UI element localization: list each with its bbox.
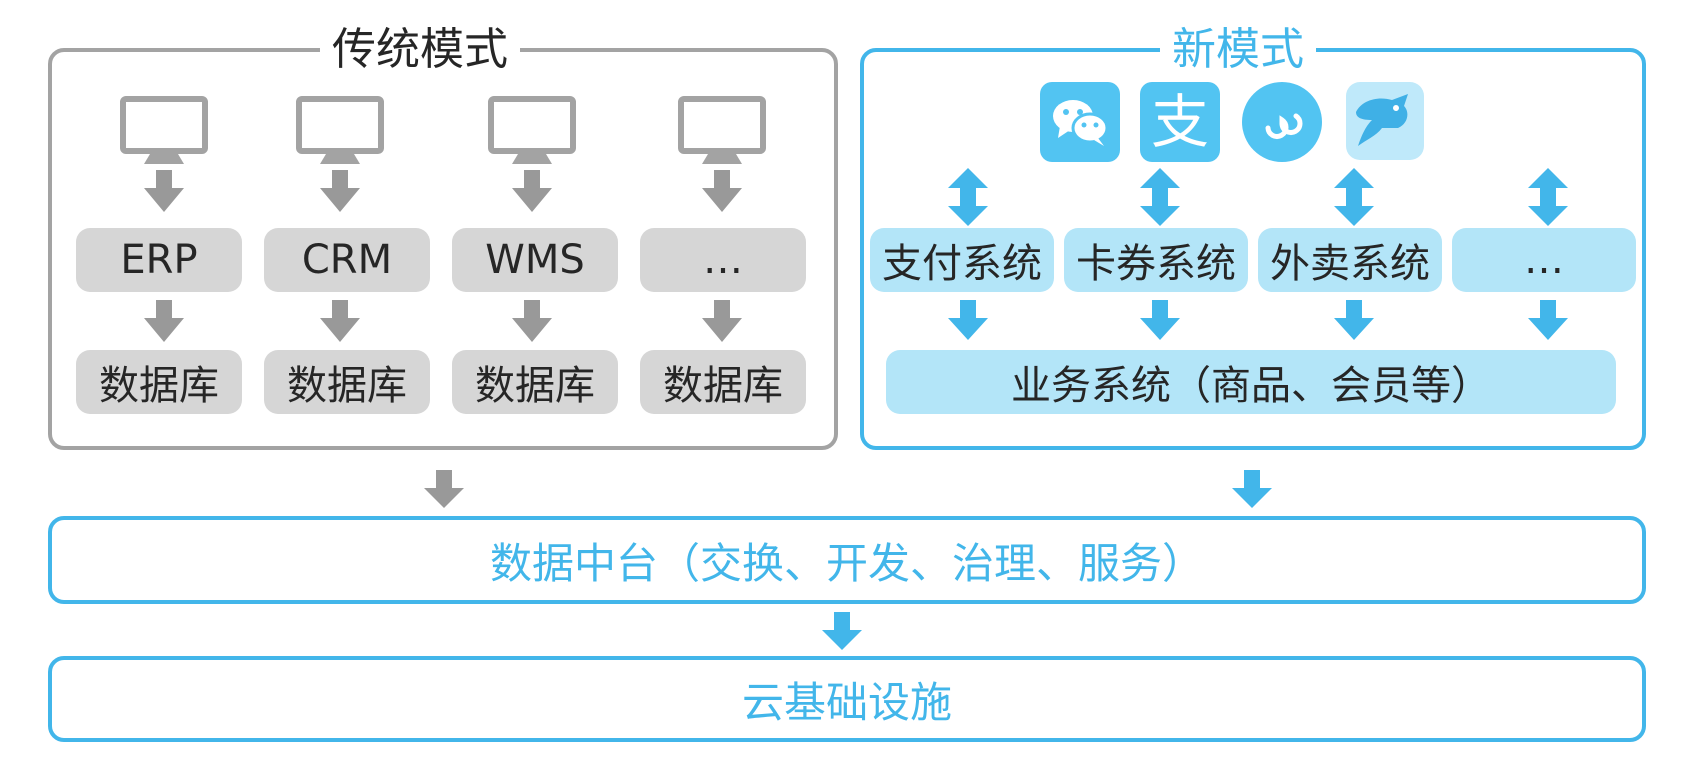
wechat-icon [1040,82,1120,162]
traditional-mode-panel: 传统模式 [48,22,838,450]
double-arrow-icon [948,168,988,226]
database-3: 数据库 [452,350,618,414]
monitor-icon [678,96,766,164]
system-coupon: 卡券系统 [1064,228,1248,292]
arrow-down-icon [702,300,742,342]
arrow-down-icon [1334,300,1374,340]
arrow-down-icon [512,170,552,212]
arrow-down-icon [144,170,184,212]
arrow-down-icon [702,170,742,212]
arrow-down-icon [424,470,464,508]
business-system: 业务系统（商品、会员等） [886,350,1616,414]
new-mode-title: 新模式 [1160,22,1316,78]
monitor-icon [488,96,576,164]
double-arrow-icon [1528,168,1568,226]
arrow-down-icon [948,300,988,340]
arrow-down-icon [1528,300,1568,340]
arrow-down-icon [144,300,184,342]
double-arrow-icon [1140,168,1180,226]
arrow-down-icon [320,300,360,342]
new-mode-panel: 新模式 [860,22,1646,450]
data-platform: 数据中台（交换、开发、治理、服务） [48,516,1646,604]
double-arrow-icon [1334,168,1374,226]
mini-program-icon [1242,82,1322,162]
traditional-mode-title: 传统模式 [320,22,520,78]
arrow-down-icon [822,612,862,650]
system-payment: 支付系统 [870,228,1054,292]
arrow-down-icon [320,170,360,212]
database-2: 数据库 [264,350,430,414]
arrow-down-icon [1232,470,1272,508]
system-erp: ERP [76,228,242,292]
alipay-icon: 支 [1140,82,1220,162]
system-crm: CRM [264,228,430,292]
database-1: 数据库 [76,350,242,414]
system-more: … [1452,228,1636,292]
delivery-app-icon [1346,82,1424,160]
monitor-icon [296,96,384,164]
cloud-infrastructure: 云基础设施 [48,656,1646,742]
system-wms: WMS [452,228,618,292]
database-4: 数据库 [640,350,806,414]
system-more: … [640,228,806,292]
alipay-glyph: 支 [1150,88,1209,156]
arrow-down-icon [512,300,552,342]
system-takeout: 外卖系统 [1258,228,1442,292]
monitor-icon [120,96,208,164]
arrow-down-icon [1140,300,1180,340]
